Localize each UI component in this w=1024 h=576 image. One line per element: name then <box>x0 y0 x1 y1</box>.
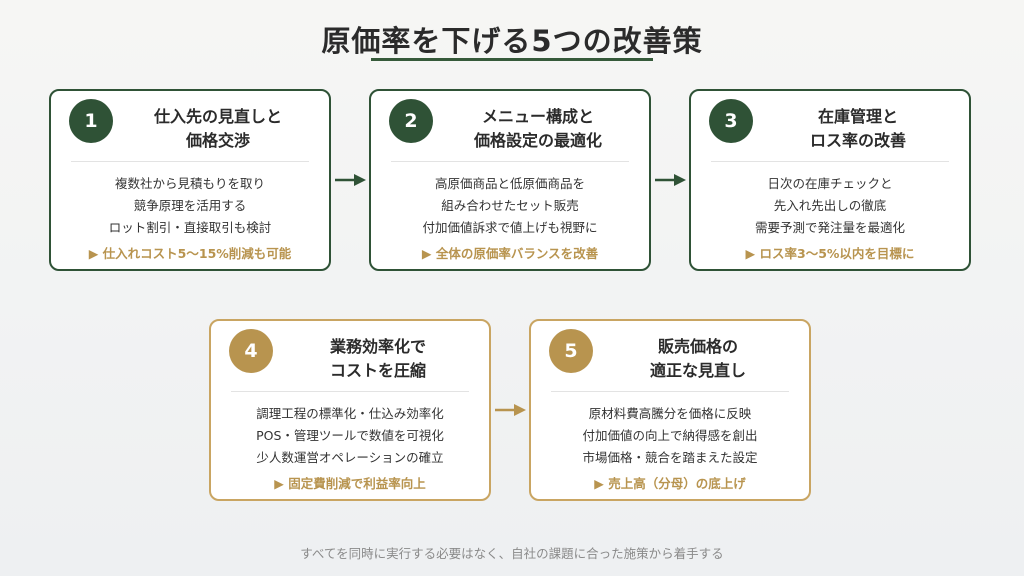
step-number-badge: 2 <box>389 99 433 143</box>
card-divider <box>71 161 309 162</box>
step-number-badge: 1 <box>69 99 113 143</box>
step-result: ▶ 全体の原価率バランスを改善 <box>421 246 599 261</box>
step-number-badge: 5 <box>549 329 593 373</box>
arrow-right-icon <box>495 404 526 416</box>
step-result: ▶ 仕入れコスト5〜15%削減も可能 <box>88 246 292 261</box>
step-number-badge: 3 <box>709 99 753 143</box>
step-title: 仕入先の見直しと 価格交渉 <box>153 107 282 150</box>
step-description: 高原価商品と低原価商品を 組み合わせたセット販売 付加価値訴求で値上げも視野に <box>422 176 598 235</box>
step-description: 調理工程の標準化・仕込み効率化 POS・管理ツールで数値を可視化 少人数運営オペ… <box>256 406 444 465</box>
card-divider <box>231 391 469 392</box>
step-title: メニュー構成と 価格設定の最適化 <box>473 107 602 150</box>
step-card-5: 5 販売価格の 適正な見直し 原材料費高騰分を価格に反映 付加価値の向上で納得感… <box>529 319 811 501</box>
step-title: 業務効率化で コストを圧縮 <box>329 337 426 380</box>
step-number-badge: 4 <box>229 329 273 373</box>
arrow-right-icon <box>655 174 686 186</box>
card-divider <box>551 391 789 392</box>
step-title: 在庫管理と ロス率の改善 <box>809 107 906 150</box>
title-underline <box>371 58 653 61</box>
card-divider <box>711 161 949 162</box>
step-card-2: 2 メニュー構成と 価格設定の最適化 高原価商品と低原価商品を 組み合わせたセッ… <box>369 89 651 271</box>
step-card-1: 1 仕入先の見直しと 価格交渉 複数社から見積もりを取り 競争原理を活用する ロ… <box>49 89 331 271</box>
step-title: 販売価格の 適正な見直し <box>649 337 746 380</box>
step-description: 原材料費高騰分を価格に反映 付加価値の向上で納得感を創出 市場価格・競合を踏まえ… <box>582 406 758 465</box>
step-card-4: 4 業務効率化で コストを圧縮 調理工程の標準化・仕込み効率化 POS・管理ツー… <box>209 319 491 501</box>
card-divider <box>391 161 629 162</box>
step-description: 複数社から見積もりを取り 競争原理を活用する ロット割引・直接取引も検討 <box>108 176 272 235</box>
step-card-3: 3 在庫管理と ロス率の改善 日次の在庫チェックと 先入れ先出しの徹底 需要予測… <box>689 89 971 271</box>
step-result: ▶ ロス率3〜5%以内を目標に <box>745 246 915 261</box>
page-title: 原価率を下げる5つの改善策 <box>321 24 703 58</box>
step-result: ▶ 固定費削減で利益率向上 <box>274 476 426 491</box>
footer-note: すべてを同時に実行する必要はなく、自社の課題に合った施策から着手する <box>300 546 724 561</box>
step-result: ▶ 売上高（分母）の底上げ <box>594 476 746 491</box>
step-description: 日次の在庫チェックと 先入れ先出しの徹底 需要予測で発注量を最適化 <box>754 176 905 235</box>
arrow-right-icon <box>335 174 366 186</box>
